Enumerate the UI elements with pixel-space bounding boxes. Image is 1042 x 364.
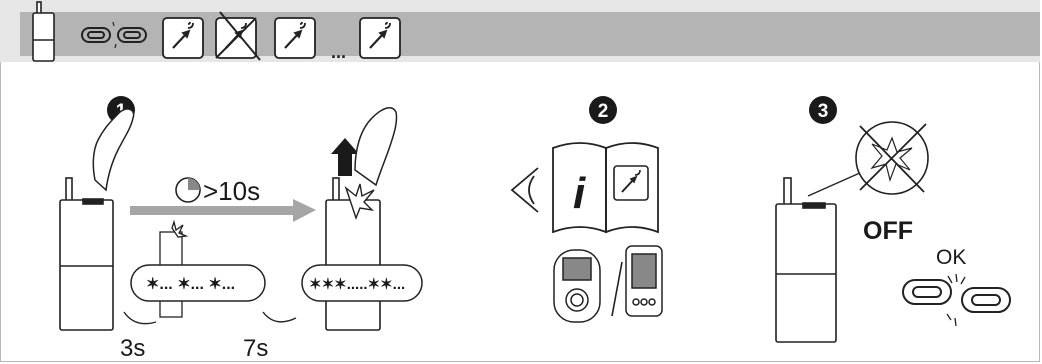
transmitter-right	[326, 178, 380, 330]
status-ok: OK	[936, 246, 966, 269]
curve-arrow	[124, 312, 156, 324]
timer-label: >10s	[203, 176, 260, 206]
svg-text:✶... ✶... ✶...: ✶... ✶... ✶...	[146, 276, 235, 293]
eye-icon	[512, 168, 538, 212]
link-ok-icon	[903, 274, 1010, 326]
arrow-shaft	[130, 206, 295, 215]
step-1: 1 >10s ✶... ✶... ✶...	[60, 96, 422, 362]
hand-icon	[355, 108, 397, 185]
curve-arrow	[263, 312, 296, 322]
step-2-number: 2	[598, 101, 609, 122]
duration-3s: 3s	[120, 335, 145, 362]
header-bar: ...	[0, 0, 1042, 64]
status-off: OFF	[863, 217, 913, 245]
step-3-number: 3	[818, 101, 829, 122]
remote-icon	[275, 18, 315, 58]
arrow-head	[293, 199, 316, 222]
led-off-icon	[856, 122, 928, 194]
info-letter: i	[573, 169, 586, 218]
remote-icon	[614, 166, 648, 200]
step-2: 2 i	[512, 96, 662, 322]
programmer-icon	[626, 246, 662, 316]
svg-text:✶✶✶.....✶✶...: ✶✶✶.....✶✶...	[309, 276, 405, 293]
header-ellipsis: ...	[331, 42, 346, 62]
step-3: 3 OFF OK	[776, 96, 1010, 342]
steps-area: 1 >10s ✶... ✶... ✶...	[0, 64, 1040, 362]
transmitter-left	[60, 178, 113, 330]
duration-7s: 7s	[243, 335, 268, 362]
thermostat-icon	[554, 250, 600, 322]
hand-icon	[93, 109, 133, 190]
remote-icon	[360, 18, 400, 58]
transmitter-step3	[776, 178, 836, 342]
remote-crossed-icon	[216, 12, 260, 60]
blink-sequence-short: ✶... ✶... ✶...	[131, 265, 265, 301]
blink-sequence-long: ✶✶✶.....✶✶...	[302, 265, 422, 301]
separator-slash	[612, 262, 622, 316]
zoom-line	[808, 172, 862, 196]
clock-icon	[176, 178, 200, 202]
remote-icon	[163, 18, 203, 58]
